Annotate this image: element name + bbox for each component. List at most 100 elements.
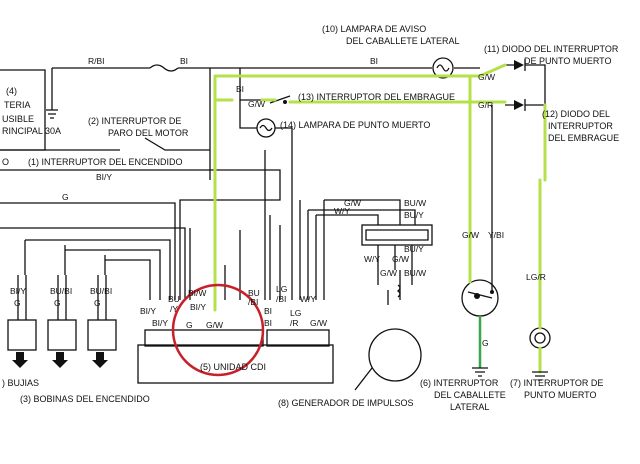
wire-label: BI/Y [140, 306, 156, 316]
wire-cdi-bi [264, 150, 271, 300]
diode-12 [514, 100, 524, 110]
label-diode-12-2: INTERRUPTOR [548, 121, 613, 131]
lamp-neutral-circle [256, 118, 276, 138]
label-neutral-switch-2: PUNTO MUERTO [524, 390, 597, 400]
wire-g-main [0, 202, 176, 300]
wire-label: G [62, 192, 69, 202]
wire-cdi-extra [224, 225, 281, 300]
label-stand-switch-1: (6) INTERRUPTOR [420, 378, 499, 388]
gen-connector [361, 224, 433, 246]
wire-coil-bus3 [104, 255, 151, 300]
wire-label: W/Y [364, 254, 380, 264]
coil-leads [17, 275, 107, 320]
diode-11 [514, 60, 524, 70]
wire-label: G [54, 298, 61, 308]
label-coils: (3) BOBINAS DEL ENCENDIDO [20, 394, 150, 404]
label-clutch-switch: (13) INTERRUPTOR DEL EMBRAGUE [298, 92, 455, 102]
wire-label: G/W [248, 99, 265, 109]
stand-ground-symbol [472, 367, 488, 377]
wire-label: BU/BI [90, 286, 112, 296]
label-battery: TERIA [4, 100, 31, 110]
wire-label: BI/Y [190, 302, 206, 312]
gen-wires [377, 245, 413, 305]
wire-label: G/W [344, 198, 361, 208]
wire-label: G/R [478, 100, 493, 110]
battery-ground [46, 68, 58, 119]
lamp-stand-circle [432, 57, 454, 79]
coil-1 [7, 319, 37, 351]
wire-label: G/W [206, 320, 223, 330]
clutch-switch-contact [283, 100, 287, 104]
coil-2 [47, 319, 77, 351]
wire-label: BI [236, 84, 244, 94]
wire-lamp14 [239, 100, 293, 155]
label-lamp-stand-1: (10) LAMPARA DE AVISO [322, 24, 426, 34]
label-ignition-fragment: O [2, 157, 9, 167]
highlight-circle [171, 283, 265, 377]
wire-label: BI [264, 318, 272, 328]
lamp-stand-filament [436, 64, 450, 72]
label-spark-plugs: ) BUJIAS [2, 378, 39, 388]
label-diode-11-2: DE PUNTO MUERTO [524, 56, 612, 66]
stand-switch-inner [467, 291, 493, 299]
clutch-switch-blade [269, 95, 291, 104]
wire-label: BU/Y [404, 244, 424, 254]
gen-connector-inner [365, 229, 429, 241]
wire-label: BU/Y [404, 210, 424, 220]
wire-cdi-bu-bus [323, 199, 401, 300]
cdi-box [137, 344, 334, 384]
neutral-ground-symbol [532, 371, 548, 381]
wire-label: G [14, 298, 21, 308]
label-diode-12-3: DEL EMBRAGUE [548, 133, 619, 143]
wire-label: BI/Y [96, 172, 112, 182]
stand-switch-pin [474, 293, 480, 299]
wire-label: BU/BI [50, 286, 72, 296]
wire-label: /R [290, 318, 299, 328]
lamp-neutral-filament [259, 124, 273, 132]
wire-cdi-wy-bus [315, 214, 379, 300]
label-fuse-1: USIBLE [2, 114, 34, 124]
wire-label: /BI [276, 294, 286, 304]
diode-11-bar [505, 59, 546, 180]
wire-label: BU [168, 294, 180, 304]
wire-coil-bus4 [0, 227, 191, 300]
coil-3 [87, 319, 117, 351]
wire-label: LG [290, 308, 301, 318]
wire-label: G [94, 298, 101, 308]
wire-stop-switch [0, 137, 210, 151]
fuse-top [149, 64, 179, 72]
wire-label: G/W [462, 230, 479, 240]
wire-label: BU/W [404, 268, 426, 278]
label-stop-switch-1: (2) INTERRUPTOR DE [88, 116, 181, 126]
wire-label: BI/Y [10, 286, 26, 296]
wire-label: G/W [380, 268, 397, 278]
wire-label: W/Y [334, 206, 350, 216]
label-neutral-switch-1: (7) INTERRUPTOR DE [510, 378, 603, 388]
cdi-conn-right [266, 329, 330, 347]
diode-12-bar [505, 99, 545, 111]
wire-label: BU [248, 288, 260, 298]
wire-coil-bus2 [64, 245, 161, 300]
cdi-conn-left [144, 329, 264, 347]
pulse-generator [368, 328, 422, 382]
battery-box [0, 69, 46, 151]
label-fuse-2: RINCIPAL 30A [2, 126, 61, 136]
wire-label: /Y [170, 304, 178, 314]
wire-label: R/BI [88, 56, 105, 66]
wire-label: Y/BI [488, 230, 504, 240]
label-stand-switch-2: DEL CABALLETE [434, 390, 506, 400]
gen-coil [396, 284, 401, 298]
label-ignition-switch: (1) INTERRUPTOR DEL ENCENDIDO [28, 157, 183, 167]
wire-label: W/Y [300, 294, 316, 304]
wire-label: BI [264, 306, 272, 316]
wire-coil-bus1 [24, 239, 171, 300]
wire-label: G [186, 320, 193, 330]
plug-arrows [12, 352, 108, 368]
label-diode-12-1: (12) DIODO DEL [542, 109, 610, 119]
wire-label: G/W [478, 72, 495, 82]
wire-label: BU/W [404, 198, 426, 208]
label-neutral-lamp: (14) LAMPARA DE PUNTO MUERTO [280, 120, 430, 130]
wire-cdi-lg [291, 155, 301, 300]
